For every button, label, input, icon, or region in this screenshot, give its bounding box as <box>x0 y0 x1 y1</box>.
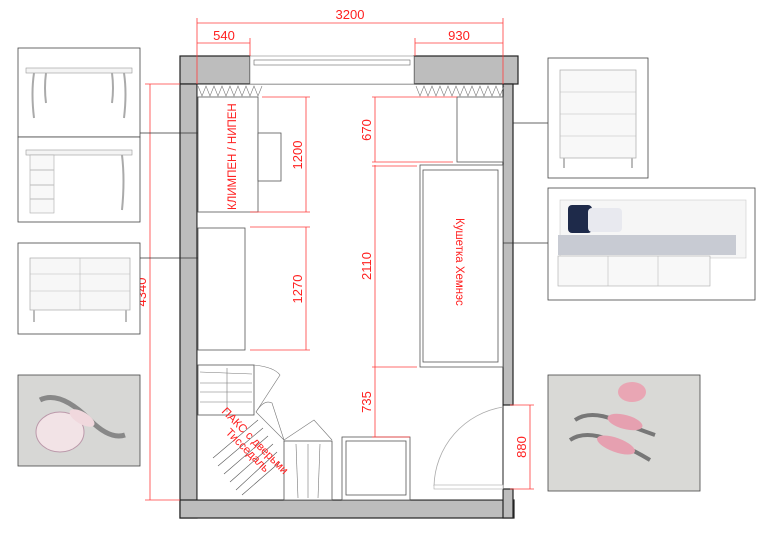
dim-total-width: 3200 <box>336 7 365 22</box>
image-knobs-right <box>547 374 701 492</box>
wall-left <box>179 83 198 519</box>
connector-lines <box>140 122 548 259</box>
dim-right-segment: 930 <box>448 28 470 43</box>
dim-left-segment: 540 <box>213 28 235 43</box>
dim-gap: 735 <box>359 391 374 413</box>
chest-of-drawers <box>456 96 504 163</box>
dimension-lines <box>145 18 534 501</box>
wardrobe <box>197 364 333 501</box>
dim-dresser: 1270 <box>290 275 305 304</box>
window <box>249 55 415 85</box>
dim-daybed: 2110 <box>359 252 374 280</box>
curtain-left <box>197 85 263 97</box>
wall-right-upper <box>502 83 514 406</box>
image-daybed <box>547 187 756 301</box>
image-knobs-left <box>17 374 141 467</box>
wall-bottom <box>179 499 515 519</box>
dresser <box>197 227 246 351</box>
curtain-right <box>415 85 505 97</box>
dim-door: 880 <box>514 436 529 458</box>
dim-desk: 1200 <box>290 141 305 170</box>
daybed-label: Кушетка Хемнэс <box>453 218 465 306</box>
desk-label: КЛИМПЕН / НИПЕН <box>227 103 239 210</box>
dim-chest: 670 <box>359 119 374 141</box>
wall-top-left <box>179 55 251 85</box>
wall-top-right <box>413 55 519 85</box>
desk-chair <box>257 132 282 182</box>
nightstand <box>341 436 411 501</box>
image-desk-drawers <box>17 136 141 223</box>
desk <box>197 96 259 213</box>
door <box>433 406 504 490</box>
wall-right-lower <box>502 488 514 519</box>
image-dresser <box>17 242 141 335</box>
image-desk-table <box>17 47 141 138</box>
daybed-mattress <box>422 169 499 363</box>
image-chest <box>547 57 649 179</box>
